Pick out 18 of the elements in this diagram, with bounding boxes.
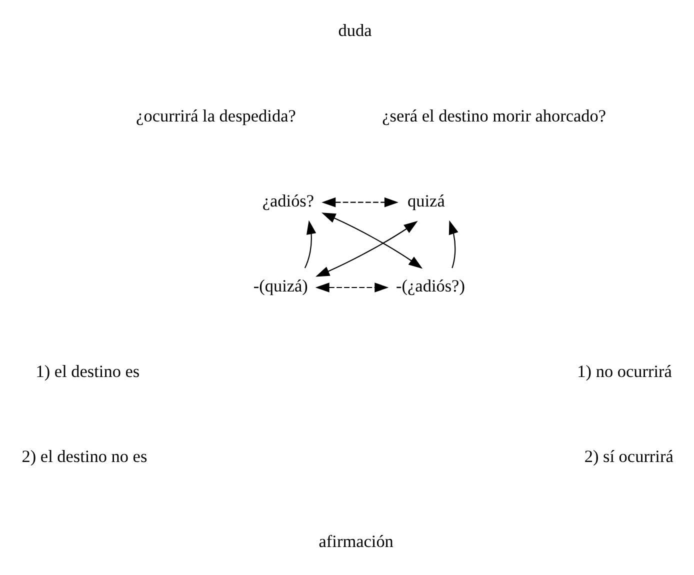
node-text: -(quizá) (252, 276, 308, 296)
label: 1) el destino es (35, 362, 140, 381)
label: ¿será el destino morir ahorcado? (382, 106, 606, 126)
label: 2) el destino no es (21, 446, 147, 466)
label: 1) no ocurrirá (576, 362, 672, 381)
arrow (321, 197, 398, 208)
label: duda (338, 21, 372, 40)
node-text: quizá (407, 191, 444, 210)
label: ¿ocurrirá la despedida? (136, 106, 296, 126)
arrow (321, 212, 422, 269)
arrow (314, 282, 388, 292)
arrow (304, 220, 316, 268)
arrow (315, 220, 418, 277)
label: 2) sí ocurrirá (584, 446, 673, 466)
node-text: -(¿adiós?) (396, 276, 464, 296)
node-text: ¿adiós? (262, 191, 314, 210)
label: afirmación (318, 532, 393, 552)
arrow (448, 220, 458, 268)
